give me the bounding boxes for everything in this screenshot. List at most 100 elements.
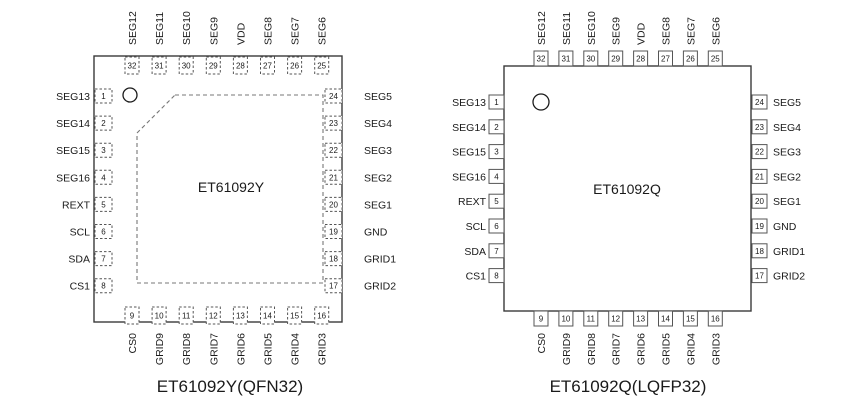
pin-number: 32 bbox=[128, 62, 137, 71]
pin-pad bbox=[324, 196, 343, 212]
lqfp32-left-pins: 1SEG132SEG143SEG154SEG165REXT6SCL7SDA8CS… bbox=[452, 94, 505, 284]
pin-pad bbox=[488, 119, 505, 135]
pin-number: 2 bbox=[494, 123, 499, 132]
pin-pad bbox=[658, 50, 673, 67]
pin-number: 16 bbox=[711, 315, 720, 324]
pin-pad bbox=[533, 310, 549, 327]
pin-pad bbox=[558, 50, 574, 67]
pin-label: SEG14 bbox=[56, 118, 90, 130]
pin-label: SEG4 bbox=[773, 122, 801, 134]
lqfp32-bottom-pins: 9CS010GRID911GRID812GRID713GRID614GRID51… bbox=[533, 310, 723, 365]
pin-label: GRID3 bbox=[317, 333, 329, 365]
pin-label: SEG7 bbox=[685, 17, 697, 45]
pin-pad bbox=[324, 115, 343, 131]
pin-pad bbox=[751, 119, 768, 135]
pin-number: 9 bbox=[539, 315, 544, 324]
pin-label: CS1 bbox=[466, 271, 487, 283]
pin-number: 12 bbox=[209, 312, 218, 321]
pin-pad bbox=[751, 94, 768, 110]
pin-label: SEG15 bbox=[56, 145, 90, 157]
pin-number: 31 bbox=[155, 62, 164, 71]
pin-pad bbox=[94, 251, 113, 267]
pin-label: SEG8 bbox=[661, 17, 673, 45]
pin-label: GRID7 bbox=[611, 333, 623, 365]
pin-number: 26 bbox=[290, 62, 299, 71]
qfn32-bottom-pins: 9CS010GRID911GRID812GRID713GRID614GRID51… bbox=[124, 306, 330, 365]
pin-label: CS0 bbox=[536, 333, 548, 354]
qfn32-package: ET61092Y 1SEG132SEG143SEG154SEG165REXT6S… bbox=[56, 11, 396, 396]
lqfp32-package: ET61092Q 1SEG132SEG143SEG154SEG165REXT6S… bbox=[452, 11, 805, 396]
pin-label: SEG1 bbox=[773, 196, 801, 208]
pin-label: SEG5 bbox=[364, 91, 392, 103]
pin-pad bbox=[533, 50, 549, 67]
lqfp32-chip-label: ET61092Q bbox=[593, 181, 661, 197]
pin-label: SDA bbox=[464, 246, 486, 258]
qfn32-caption: ET61092Y(QFN32) bbox=[157, 377, 303, 396]
pin-pad bbox=[324, 142, 343, 158]
pin-pad bbox=[205, 306, 221, 325]
pin-label: SCL bbox=[70, 227, 91, 239]
pin-number: 10 bbox=[155, 312, 164, 321]
pin-pad bbox=[94, 224, 113, 239]
pin-pad bbox=[488, 94, 505, 110]
lqfp32-caption: ET61092Q(LQFP32) bbox=[550, 377, 707, 396]
pin-number: 1 bbox=[494, 98, 499, 107]
lqfp32-body bbox=[503, 65, 752, 312]
pin-label: SEG6 bbox=[710, 17, 722, 45]
pin-number: 20 bbox=[329, 200, 338, 209]
pin-number: 10 bbox=[561, 315, 570, 324]
pin-number: 4 bbox=[494, 172, 499, 181]
pin-number: 14 bbox=[263, 312, 272, 321]
pin-label: SEG3 bbox=[773, 147, 801, 159]
pin-pad bbox=[232, 306, 248, 325]
pin-number: 15 bbox=[686, 315, 695, 324]
pin-label: GRID9 bbox=[154, 333, 166, 365]
pin-number: 21 bbox=[329, 173, 338, 182]
pin-number: 18 bbox=[755, 247, 764, 256]
pin-pad bbox=[124, 306, 140, 325]
pin-label: GRID1 bbox=[773, 246, 805, 258]
pin-label: SEG13 bbox=[56, 91, 90, 103]
qfn32-exposed-pad bbox=[136, 94, 324, 284]
pin-label: GRID4 bbox=[685, 333, 697, 365]
pin-pad bbox=[324, 169, 343, 185]
pin-number: 14 bbox=[661, 315, 670, 324]
pin-label: SEG10 bbox=[181, 11, 193, 45]
pin-pad bbox=[205, 56, 221, 75]
pin-number: 25 bbox=[711, 55, 720, 64]
pin-pad bbox=[608, 310, 624, 327]
pin-number: 12 bbox=[611, 315, 620, 324]
pin-label: SEG11 bbox=[154, 12, 166, 45]
pin-number: 32 bbox=[537, 55, 546, 64]
pin-number: 3 bbox=[494, 148, 499, 157]
pin-pad bbox=[751, 268, 768, 284]
pin-pad bbox=[178, 306, 194, 325]
pin-pad bbox=[751, 144, 768, 160]
pin-label: GRID8 bbox=[586, 333, 598, 365]
pin-label: VDD bbox=[636, 22, 648, 45]
pin-pad bbox=[488, 144, 505, 160]
pin-pad bbox=[488, 193, 505, 209]
pin-label: SEG13 bbox=[452, 97, 486, 109]
pin-number: 28 bbox=[636, 55, 645, 64]
pin-pad bbox=[324, 278, 343, 294]
pin-label: CS1 bbox=[70, 281, 91, 293]
pin-number: 29 bbox=[611, 55, 620, 64]
pin-label: SEG11 bbox=[561, 12, 573, 45]
pin-number: 1 bbox=[101, 92, 106, 101]
pin-label: SEG12 bbox=[536, 11, 548, 45]
pin-number: 20 bbox=[755, 197, 764, 206]
pin-pad bbox=[314, 306, 330, 325]
pin-number: 3 bbox=[101, 146, 106, 155]
pin-label: SEG6 bbox=[317, 17, 329, 45]
pin-label: GRID2 bbox=[364, 281, 396, 293]
pin-number: 31 bbox=[561, 55, 570, 64]
pin-number: 27 bbox=[661, 55, 670, 64]
pin-number: 17 bbox=[329, 282, 338, 291]
pin-label: SEG16 bbox=[56, 172, 90, 184]
pin-number: 6 bbox=[494, 222, 499, 231]
